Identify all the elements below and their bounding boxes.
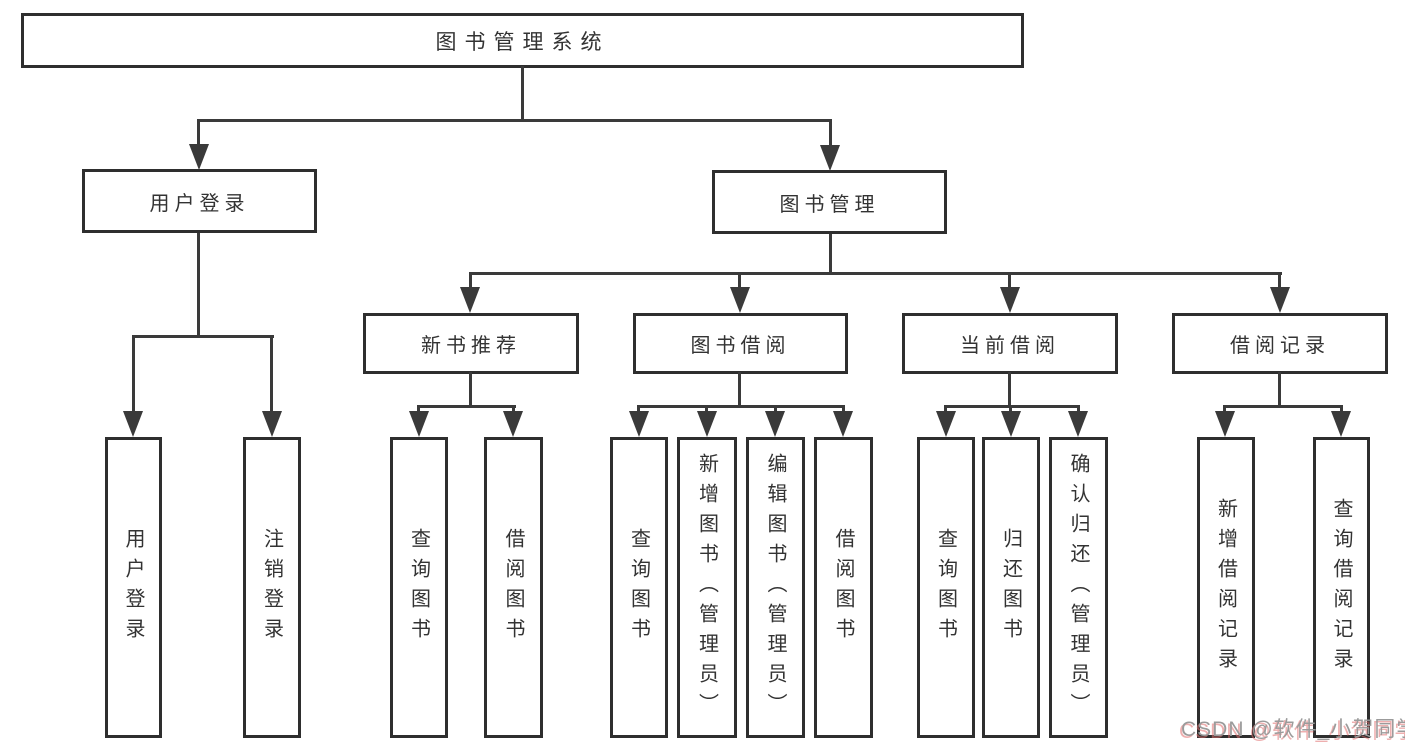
connector-line: [197, 233, 200, 338]
arrowhead-icon: [730, 287, 750, 313]
connector-line: [1340, 405, 1343, 415]
connector-line: [842, 405, 845, 415]
leaf-borrow-books-borrowing: 借阅图书: [814, 437, 873, 738]
arrowhead-icon: [262, 411, 282, 437]
arrowhead-icon: [189, 144, 209, 170]
arrowhead-icon: [503, 411, 523, 437]
arrowhead-icon: [460, 287, 480, 313]
connector-line: [1278, 272, 1281, 292]
arrowhead-icon: [629, 411, 649, 437]
connector-line: [512, 405, 515, 415]
group-borrowing-records: 借阅记录: [1172, 313, 1388, 374]
connector-line: [944, 405, 1080, 408]
leaf-add-books-admin: 新增图书（管理员）: [677, 437, 737, 738]
connector-line: [197, 119, 200, 147]
leaf-query-books-recommend: 查询图书: [390, 437, 448, 738]
connector-line: [1223, 405, 1343, 408]
connector-line: [469, 272, 1282, 275]
leaf-edit-books-admin: 编辑图书（管理员）: [746, 437, 805, 738]
connector-line: [1077, 405, 1080, 415]
connector-line: [197, 119, 832, 122]
branch-book-management: 图书管理: [712, 170, 947, 234]
group-current-borrowing: 当前借阅: [902, 313, 1118, 374]
connector-line: [637, 405, 845, 408]
connector-line: [270, 335, 273, 413]
arrowhead-icon: [1068, 411, 1088, 437]
connector-line: [521, 66, 524, 121]
connector-line: [417, 405, 420, 415]
arrowhead-icon: [1331, 411, 1351, 437]
leaf-logout: 注销登录: [243, 437, 301, 738]
connector-line: [637, 405, 640, 415]
connector-line: [1009, 405, 1012, 415]
connector-line: [944, 405, 947, 415]
leaf-query-books-current: 查询图书: [917, 437, 975, 738]
connector-line: [738, 372, 741, 408]
leaf-borrow-books-recommend: 借阅图书: [484, 437, 543, 738]
leaf-return-books: 归还图书: [982, 437, 1040, 738]
arrowhead-icon: [123, 411, 143, 437]
leaf-add-borrow-record: 新增借阅记录: [1197, 437, 1255, 738]
connector-line: [1008, 372, 1011, 408]
branch-user-login: 用户登录: [82, 169, 317, 233]
connector-line: [132, 335, 135, 413]
connector-line: [1223, 405, 1226, 415]
connector-line: [1278, 372, 1281, 408]
connector-line: [829, 119, 832, 147]
node-root: 图书管理系统: [21, 13, 1024, 68]
arrowhead-icon: [820, 145, 840, 171]
connector-line: [829, 234, 832, 275]
watermark: CSDN @软件_小贺同学: [1181, 718, 1405, 741]
connector-line: [417, 405, 516, 408]
connector-line: [132, 335, 274, 338]
leaf-query-books-borrowing: 查询图书: [610, 437, 668, 738]
connector-line: [705, 405, 708, 415]
leaf-confirm-return-admin: 确认归还（管理员）: [1049, 437, 1108, 738]
connector-line: [774, 405, 777, 415]
group-book-borrowing: 图书借阅: [633, 313, 848, 374]
connector-line: [1008, 272, 1011, 292]
connector-line: [469, 372, 472, 408]
leaf-user-login: 用户登录: [105, 437, 162, 738]
connector-line: [469, 272, 472, 292]
arrowhead-icon: [833, 411, 853, 437]
arrowhead-icon: [409, 411, 429, 437]
arrowhead-icon: [1001, 411, 1021, 437]
arrowhead-icon: [1270, 287, 1290, 313]
arrowhead-icon: [936, 411, 956, 437]
arrowhead-icon: [1215, 411, 1235, 437]
arrowhead-icon: [765, 411, 785, 437]
arrowhead-icon: [1000, 287, 1020, 313]
leaf-query-borrow-record: 查询借阅记录: [1313, 437, 1370, 738]
connector-line: [738, 272, 741, 292]
arrowhead-icon: [697, 411, 717, 437]
group-new-book-recommendation: 新书推荐: [363, 313, 579, 374]
